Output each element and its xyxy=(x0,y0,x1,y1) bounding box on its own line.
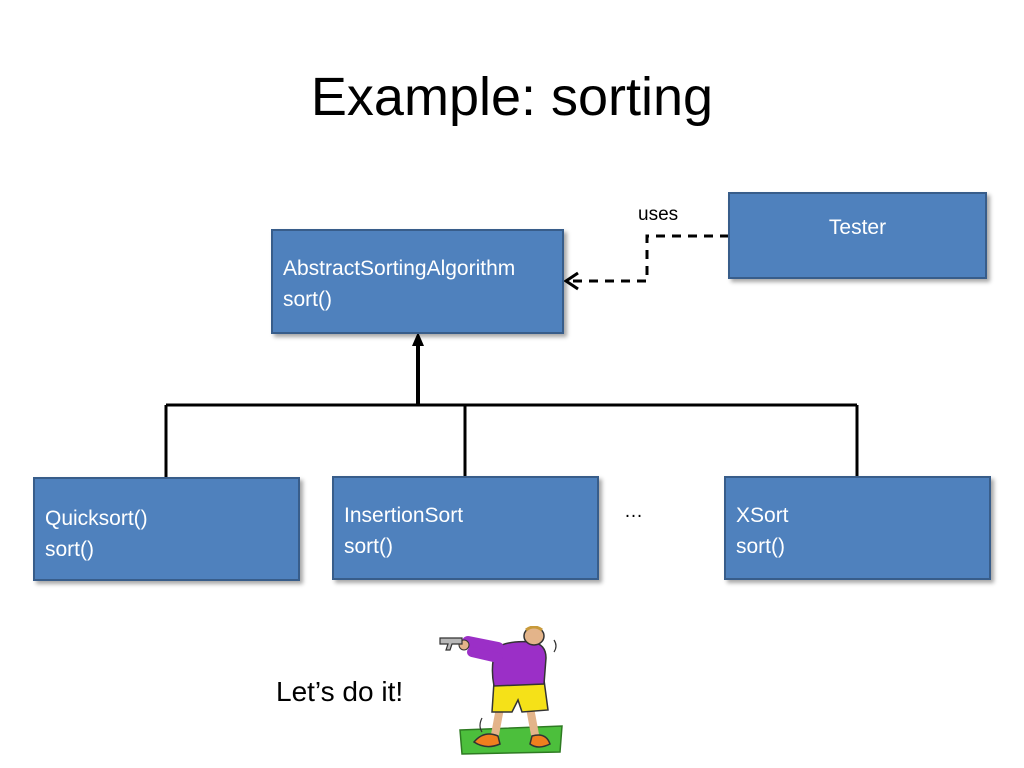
cartoon-shooter-icon xyxy=(439,626,563,755)
class-method: sort() xyxy=(344,535,393,558)
closing-text: Let’s do it! xyxy=(276,676,404,707)
class-method: sort() xyxy=(45,538,94,561)
class-name: Quicksort() xyxy=(45,507,148,530)
class-method: sort() xyxy=(736,535,785,558)
xsort-box: XSort sort() xyxy=(724,476,991,580)
slide-title: Example: sorting xyxy=(310,67,714,127)
inheritance-connectors xyxy=(164,340,859,479)
abstract-sorting-algorithm-box: AbstractSortingAlgorithm sort() xyxy=(271,229,564,334)
class-name: XSort xyxy=(736,504,789,527)
uses-label: uses xyxy=(638,204,679,225)
uses-arrowhead xyxy=(563,271,579,291)
class-method: sort() xyxy=(283,288,332,311)
tester-box: Tester xyxy=(728,192,987,279)
insertion-sort-box: InsertionSort sort() xyxy=(332,476,599,580)
class-name: Tester xyxy=(828,216,887,239)
uses-dependency xyxy=(570,234,729,283)
generalization-arrowhead xyxy=(412,332,424,346)
quicksort-box: Quicksort() sort() xyxy=(33,477,300,581)
class-name: AbstractSortingAlgorithm xyxy=(283,257,516,280)
ellipsis-label: … xyxy=(624,501,643,522)
class-name: InsertionSort xyxy=(344,504,464,527)
